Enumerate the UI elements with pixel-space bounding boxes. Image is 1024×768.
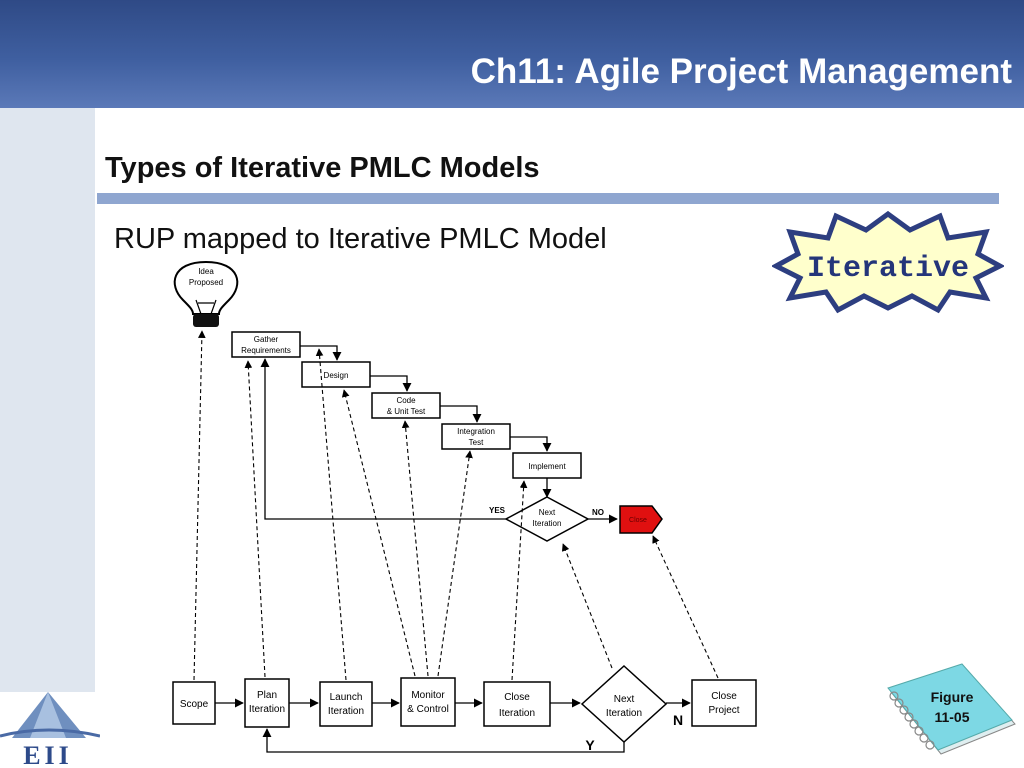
badge-label: Iterative — [807, 252, 969, 286]
figure-tag-line2: 11-05 — [934, 709, 969, 725]
waterfall-label: Code — [396, 396, 416, 405]
spiral-binding-icon — [889, 691, 935, 750]
eii-logo: EII — [0, 692, 100, 768]
waterfall-label: Design — [324, 371, 349, 380]
phase-box: Close Iteration — [483, 681, 551, 727]
figure-tag: Figure 11-05 — [887, 663, 1016, 755]
decision-no-label: NO — [592, 508, 604, 517]
phase-label: Close — [504, 692, 530, 703]
close-terminal: Close — [619, 505, 663, 534]
slide-title: Ch11: Agile Project Management — [470, 52, 1012, 91]
logo-text: EII — [23, 741, 73, 768]
phase-connectors — [215, 698, 691, 753]
phase-box: Close Project — [691, 679, 757, 727]
waterfall-label: Integration — [457, 427, 495, 436]
waterfall-box: Gather Requirements — [231, 331, 301, 358]
phase-label: Monitor — [411, 690, 445, 701]
decision-label: Iteration — [533, 519, 562, 528]
bulb-label-line2: Proposed — [189, 278, 223, 287]
phase-box: Monitor & Control — [400, 677, 456, 727]
waterfall-label: Test — [469, 438, 484, 447]
idea-bulb-icon: Idea Proposed — [173, 260, 239, 327]
waterfall-connectors — [300, 345, 552, 498]
phase-label: Iteration — [249, 704, 285, 715]
phase-label: Iteration — [328, 706, 364, 717]
waterfall-box: Code & Unit Test — [371, 392, 441, 419]
decision-label: Iteration — [606, 708, 642, 719]
phase-label: Project — [708, 705, 739, 716]
waterfall-box: Integration Test — [441, 423, 511, 450]
decision-n-label: N — [673, 712, 683, 728]
waterfall-label: Gather — [254, 335, 279, 344]
phase-label: Plan — [257, 690, 277, 701]
phase-box: Plan Iteration — [244, 678, 290, 728]
waterfall-label: & Unit Test — [387, 407, 426, 416]
phase-label: & Control — [407, 704, 449, 715]
section-heading: Types of Iterative PMLC Models — [105, 152, 540, 184]
waterfall-box: Implement — [512, 452, 582, 479]
phase-label: Launch — [330, 692, 363, 703]
phase-label: Close — [711, 691, 737, 702]
waterfall-label: Implement — [528, 462, 566, 471]
decision-label: Next — [614, 694, 635, 705]
phase-label: Iteration — [499, 708, 535, 719]
iterative-badge: Iterative — [772, 210, 1004, 314]
decision-yes-label: YES — [489, 506, 506, 515]
heading-underline — [97, 193, 999, 204]
decision-label: Next — [539, 508, 556, 517]
bulb-label-line1: Idea — [198, 267, 214, 276]
next-iteration-decision-bottom: Next Iteration N Y — [580, 664, 683, 753]
figure-tag-line1: Figure — [931, 689, 974, 705]
next-iteration-decision: Next Iteration YES NO — [489, 496, 604, 542]
phase-label: Scope — [180, 699, 209, 710]
left-sidebar — [0, 108, 95, 692]
slide-header: Ch11: Agile Project Management — [0, 0, 1024, 108]
diagram-caption: RUP mapped to Iterative PMLC Model — [114, 223, 607, 255]
waterfall-box: Design — [301, 361, 371, 388]
mapping-arrows — [193, 330, 719, 681]
decision-y-label: Y — [585, 737, 595, 753]
phase-box: Scope — [172, 681, 216, 725]
close-label: Close — [629, 517, 647, 524]
phase-box: Launch Iteration — [319, 681, 373, 727]
waterfall-label: Requirements — [241, 346, 291, 355]
